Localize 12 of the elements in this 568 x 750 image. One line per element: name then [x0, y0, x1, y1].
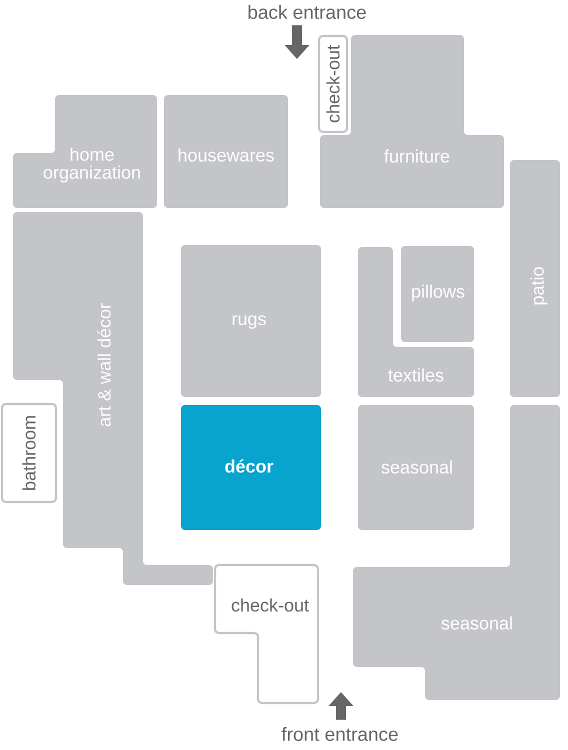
- entrance-label: back entrance: [248, 5, 366, 19]
- department-block: rugs: [181, 245, 321, 397]
- entrance-label: front entrance: [282, 727, 398, 741]
- department-block: patio: [510, 160, 560, 397]
- checkout-counter: check-out: [214, 564, 320, 704]
- department-block: home organization: [13, 95, 157, 208]
- checkout-counter: check-out: [318, 34, 348, 134]
- department-block: seasonal: [358, 405, 474, 530]
- room-outline: bathroom: [0, 402, 58, 504]
- department-block: pillows: [401, 246, 474, 342]
- department-block: housewares: [164, 95, 288, 208]
- featured-department-block: décor: [181, 405, 321, 530]
